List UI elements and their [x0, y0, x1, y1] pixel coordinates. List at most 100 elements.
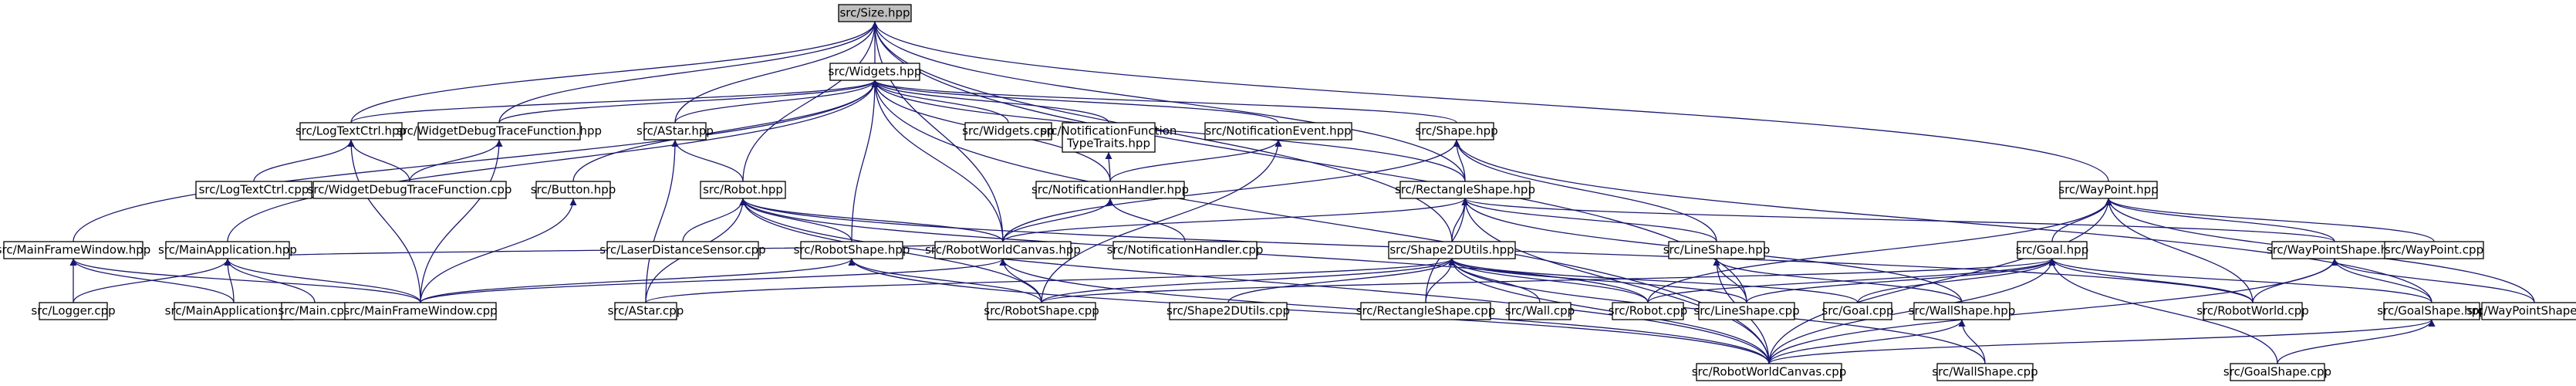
node-widgetscpp[interactable]: src/Widgets.cpp [962, 122, 1055, 141]
node-robot[interactable]: src/Robot.hpp [700, 181, 786, 199]
node-label: src/LineShape.cpp [1693, 304, 1799, 318]
node-label: src/WidgetDebugTraceFunction.cpp [308, 183, 512, 197]
node-mainframecpp[interactable]: src/MainFrameWindow.cpp [343, 302, 498, 320]
edge-robotshapecpp-to-goal [1041, 258, 2056, 303]
node-label: src/Shape.hpp [1415, 124, 1497, 138]
node-box [1112, 241, 1258, 259]
node-box [2384, 241, 2484, 259]
edge-mainframecpp-to-button [420, 198, 577, 303]
node-label: src/WayPoint.cpp [2385, 243, 2483, 257]
node-label: src/Wall.cpp [1505, 304, 1575, 318]
node-astar[interactable]: src/AStar.hpp [636, 122, 714, 141]
node-label: src/RobotWorldCanvas.cpp [1692, 365, 1847, 379]
node-box [1360, 302, 1491, 320]
node-box [1035, 181, 1185, 199]
node-wdtfcpp[interactable]: src/WidgetDebugTraceFunction.cpp [308, 181, 512, 199]
node-notifhandlercpp[interactable]: src/NotificationHandler.cpp [1107, 241, 1264, 259]
node-astarcpp[interactable]: src/AStar.cpp [608, 302, 684, 320]
node-logtextctrlcpp[interactable]: src/LogTextCtrl.cpp [195, 181, 312, 199]
edge-robotshapecpp-to-robotshape [848, 258, 1042, 303]
node-size[interactable]: src/Size.hpp [838, 4, 912, 22]
node-label: src/WidgetDebugTraceFunction.hpp [397, 124, 602, 138]
node-rwcanvas[interactable]: src/RobotWorldCanvas.hpp [925, 241, 1081, 259]
edge-notifhandlercpp-to-notifhandler [1106, 198, 1186, 242]
node-waypoint[interactable]: src/WayPoint.hpp [2058, 181, 2159, 199]
edge-nftt-to-widgets [871, 80, 1109, 124]
node-widgets[interactable]: src/Widgets.hpp [829, 63, 922, 81]
edge-goalcpp-to-shape2d [1448, 258, 1859, 303]
edge-goalcpp-to-goal [1857, 258, 2056, 303]
node-waypointcpp[interactable]: src/WayPoint.cpp [2384, 241, 2484, 259]
node-label: src/Size.hpp [839, 6, 910, 20]
node-rectshapecpp[interactable]: src/RectangleShape.cpp [1356, 302, 1496, 320]
node-shape[interactable]: src/Shape.hpp [1415, 122, 1498, 141]
edge-notifhandler-to-notifevent [1109, 139, 1282, 182]
node-label: src/AStar.hpp [636, 124, 714, 138]
node-box [2383, 302, 2480, 320]
node-laser[interactable]: src/LaserDistanceSensor.cpp [599, 241, 766, 259]
node-box [1508, 302, 1572, 320]
node-label: src/AStar.cpp [608, 304, 684, 318]
node-label: src/Logger.cpp [31, 304, 115, 318]
node-shape2dcpp[interactable]: src/Shape2DUtils.cpp [1166, 302, 1290, 320]
node-box [606, 241, 759, 259]
node-label: src/RobotWorldCanvas.hpp [925, 243, 1081, 257]
node-shape2d[interactable]: src/Shape2DUtils.hpp [1388, 241, 1516, 259]
node-goal[interactable]: src/Goal.hpp [2016, 241, 2088, 259]
edge-shape2d-to-rectshape [1451, 198, 1469, 242]
node-box [700, 181, 786, 199]
node-label: src/NotificationHandler.hpp [1031, 183, 1189, 197]
node-mainframewindow[interactable]: src/MainFrameWindow.hpp [0, 241, 150, 259]
node-label: src/Shape2DUtils.hpp [1389, 243, 1514, 257]
node-label: src/RectangleShape.cpp [1356, 304, 1496, 318]
node-waypointshapecpp[interactable]: src/WayPointShape.cpp [2466, 302, 2576, 320]
edge-rwcanvas-to-shape [1002, 139, 1460, 242]
node-button[interactable]: src/Button.hpp [531, 181, 616, 199]
edge-rwcanvascpp-to-goal [1768, 258, 2056, 364]
edge-robot-to-astar [671, 139, 744, 182]
edge-rwcanvascpp-to-waypoint [1768, 198, 2112, 364]
edge-astarcpp-to-shape2d [645, 258, 1456, 303]
node-logtextctrl[interactable]: src/LogTextCtrl.hpp [295, 122, 407, 141]
node-wallshape[interactable]: src/WallShape.hpp [1909, 302, 2016, 320]
node-maincpp[interactable]: src/Main.cpp [279, 302, 352, 320]
node-lineshape[interactable]: src/LineShape.hpp [1663, 241, 1771, 259]
node-waypointshape[interactable]: src/WayPointShape.hpp [2267, 241, 2402, 259]
node-logger[interactable]: src/Logger.cpp [31, 302, 116, 320]
node-label: src/MainApplication.cpp [165, 304, 303, 318]
node-robotworldcpp[interactable]: src/RobotWorld.cpp [2196, 302, 2309, 320]
edges-layer [69, 21, 2535, 364]
edge-logger-to-mainapp [73, 258, 231, 303]
nodes-layer: src/Size.hpp src/Widgets.hpp src/LogTextCt… [0, 4, 2576, 381]
node-robotshape[interactable]: src/RobotShape.hpp [794, 241, 910, 259]
node-box [1169, 302, 1288, 320]
edge-wdtf-to-widgets [498, 80, 879, 124]
edge-robotcpp-to-waypoint [1647, 198, 2112, 303]
node-wallshapecpp[interactable]: src/WallShape.cpp [1932, 363, 2038, 381]
edge-mainframecpp-to-mainframewindow [69, 258, 421, 303]
edge-wdtf-to-size [498, 21, 879, 124]
edge-waypoint-to-size [871, 21, 2109, 182]
node-robotcpp[interactable]: src/Robot.cpp [1609, 302, 1688, 320]
node-rwcanvascpp[interactable]: src/RobotWorldCanvas.cpp [1692, 363, 1847, 381]
node-notifhandler[interactable]: src/NotificationHandler.hpp [1031, 181, 1189, 199]
node-label: src/LaserDistanceSensor.cpp [599, 243, 765, 257]
node-lineshapecpp[interactable]: src/LineShape.cpp [1693, 302, 1800, 320]
edge-logtextctrl-to-size [350, 21, 879, 124]
node-robotshapecpp[interactable]: src/RobotShape.cpp [984, 302, 1099, 320]
node-goalshape[interactable]: src/GoalShape.hpp [2377, 302, 2487, 320]
node-box [1062, 122, 1156, 153]
node-mainapp[interactable]: src/MainApplication.hpp [158, 241, 297, 259]
node-box [2481, 302, 2576, 320]
edge-rectshape-to-widgets [871, 80, 1466, 182]
node-rectshape[interactable]: src/RectangleShape.hpp [1395, 181, 1535, 199]
node-goalshapecpp[interactable]: src/GoalShape.cpp [2223, 363, 2331, 381]
node-box [1399, 181, 1531, 199]
node-notifevent[interactable]: src/NotificationEvent.hpp [1204, 122, 1352, 141]
node-label: src/Main.cpp [279, 304, 352, 318]
node-wallcpp[interactable]: src/Wall.cpp [1505, 302, 1575, 320]
node-goalcpp[interactable]: src/Goal.cpp [1821, 302, 1894, 320]
edge-maincpp-to-mainapp [224, 258, 316, 303]
node-wdtf[interactable]: src/WidgetDebugTraceFunction.hpp [397, 122, 602, 141]
